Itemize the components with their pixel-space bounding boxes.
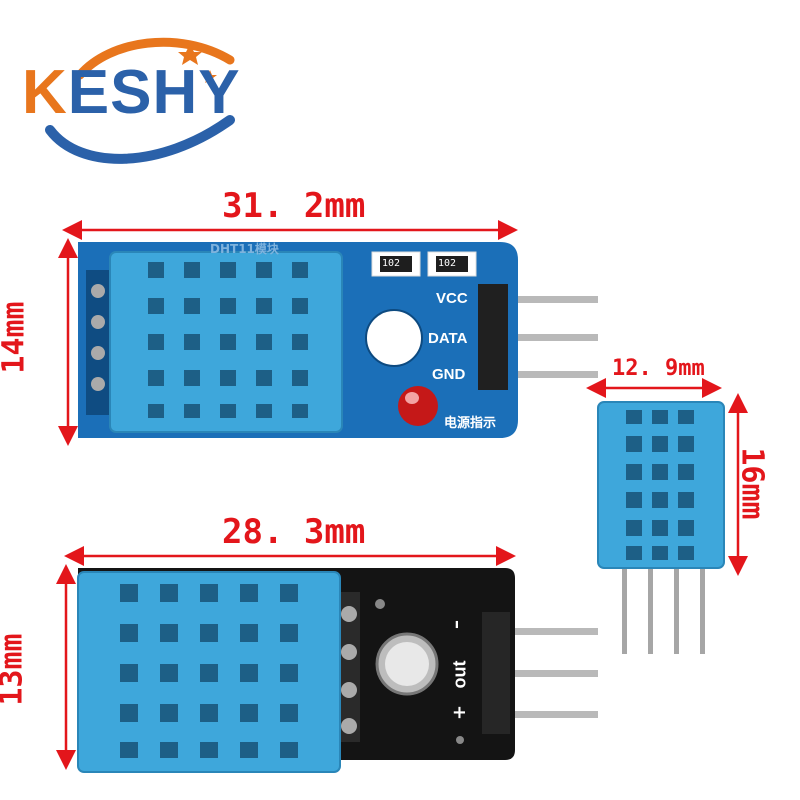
standalone-sensor-body [597,401,725,569]
pin-data-label: DATA [428,330,468,347]
pin-vcc-label: VCC [436,290,468,307]
resistor-1-label: 102 [382,258,401,269]
bottom-module-pins [508,628,598,718]
top-mounting-hole [365,309,423,367]
top-silk-title: DHT11模块 [210,242,279,256]
logo-swoosh-icon [45,37,235,164]
sensor-width-label: 12. 9mm [612,356,705,381]
standalone-sensor-pins [622,566,705,654]
top-width-label: 31. 2mm [222,186,366,226]
top-header-block [478,284,508,390]
bottom-width-label: 28. 3mm [222,512,366,552]
pin-gnd-label: GND [432,366,466,383]
led-label: 电源指示 [444,416,497,431]
resistor-2-label: 102 [438,258,457,269]
logo-text: KESHY [22,58,241,127]
bottom-header-block [482,612,510,734]
top-module-pins [505,296,598,378]
